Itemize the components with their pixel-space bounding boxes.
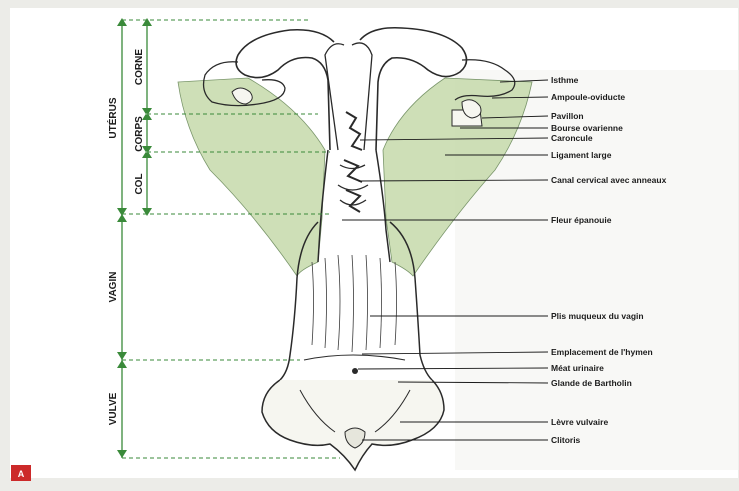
label-meat-urinaire: Méat urinaire bbox=[551, 363, 604, 373]
urethral-meatus bbox=[352, 368, 358, 374]
label-ligament-large: Ligament large bbox=[551, 150, 612, 160]
region-label-uterus: UTÉRUS bbox=[106, 97, 119, 138]
region-label-vagina: VAGIN bbox=[108, 272, 119, 303]
region-label-vulva: VULVE bbox=[108, 392, 119, 425]
label-pavillon: Pavillon bbox=[551, 111, 584, 121]
label-plis-muqueux: Plis muqueux du vagin bbox=[551, 311, 644, 321]
label-fleur-epanouie: Fleur épanouie bbox=[551, 215, 612, 225]
label-canal-cervical: Canal cervical avec anneaux bbox=[551, 175, 667, 185]
figure-badge-letter: A bbox=[18, 469, 25, 479]
subregion-label-col: COL bbox=[134, 173, 145, 194]
label-glande-bartholin: Glande de Bartholin bbox=[551, 378, 632, 388]
label-clitoris: Clitoris bbox=[551, 435, 581, 445]
label-isthme: Isthme bbox=[551, 75, 579, 85]
label-bourse-ovarienne: Bourse ovarienne bbox=[551, 123, 623, 133]
label-caroncule: Caroncule bbox=[551, 133, 593, 143]
label-levre-vulvaire: Lèvre vulvaire bbox=[551, 417, 608, 427]
label-ampoule-oviducte: Ampoule-oviducte bbox=[551, 92, 625, 102]
label-emplacement-hymen: Emplacement de l'hymen bbox=[551, 347, 653, 357]
subregion-label-corps: CORPS bbox=[134, 116, 145, 152]
subregion-label-corne: CORNE bbox=[134, 49, 145, 85]
